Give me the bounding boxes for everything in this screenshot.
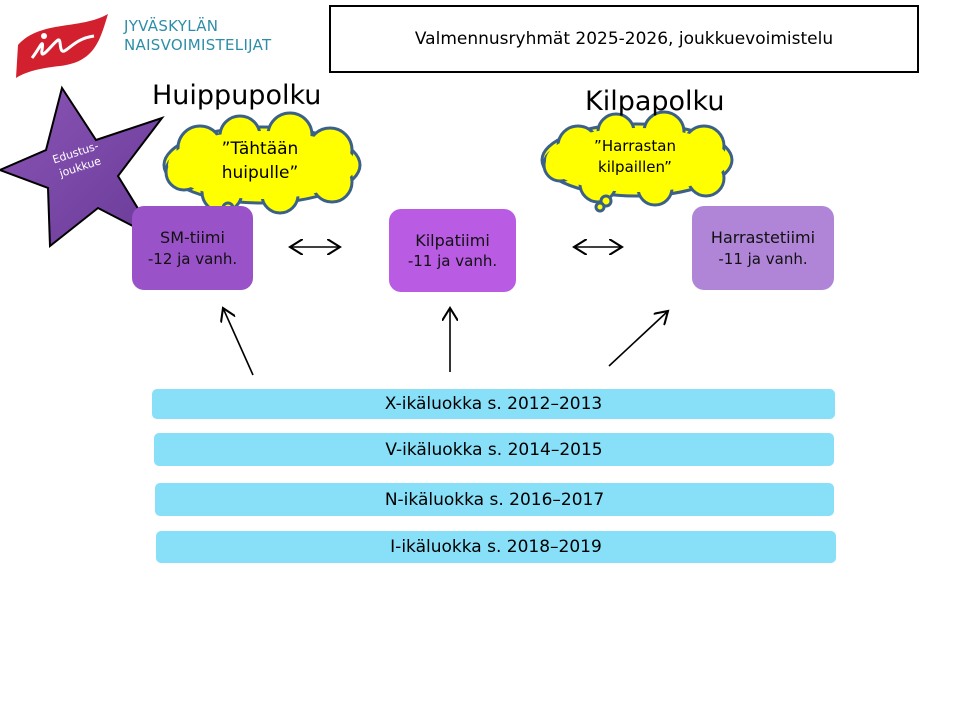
cloud-text-left: ”Tähtään huipulle”	[180, 138, 340, 186]
arrow-to-sm	[223, 308, 254, 376]
team-box-kilpatiimi: Kilpatiimi -11 ja vanh.	[389, 209, 516, 292]
age-group-bar-v: V-ikäluokka s. 2014–2015	[154, 433, 834, 466]
arrow-to-harraste	[608, 311, 668, 367]
team-age: -11 ja vanh.	[407, 252, 498, 271]
cloud-left-line2: huipulle”	[221, 162, 299, 183]
star-shape	[0, 85, 165, 249]
age-group-bar-i: I-ikäluokka s. 2018–2019	[156, 531, 836, 563]
thought-cloud-left	[162, 111, 362, 220]
logo-icon	[16, 14, 108, 78]
team-name: SM-tiimi	[160, 228, 225, 248]
team-box-harrastetiimi: Harrastetiimi-11 ja vanh.	[692, 206, 834, 290]
cloud-left-line1: ”Tähtään	[221, 139, 299, 159]
logo-line2: NAISVOIMISTELIJAT	[124, 35, 272, 54]
thought-cloud-right	[540, 110, 734, 213]
team-name: Harrastetiimi	[710, 228, 816, 248]
title-text: Valmennusryhmät 2025-2026, joukkuevoimis…	[414, 29, 834, 49]
team-name: Kilpatiimi	[415, 230, 490, 250]
age-group-bar-n: N-ikäluokka s. 2016–2017	[155, 483, 834, 516]
logo-line1: JYVÄSKYLÄN	[124, 17, 219, 35]
heading-huippupolku: Huippupolku	[152, 80, 322, 111]
cloud-right-line2: kilpaillen”	[598, 158, 672, 176]
heading-kilpapolku: Kilpapolku	[585, 86, 725, 117]
age-group-bar-x: X-ikäluokka s. 2012–2013	[152, 389, 835, 419]
team-age: -12 ja vanh.	[147, 249, 238, 268]
team-age: -11 ja vanh.	[718, 249, 808, 268]
cloud-text-right: ”Harrastan kilpaillen”	[555, 136, 715, 178]
cloud-right-line1: ”Harrastan	[594, 137, 676, 155]
slide-title: Valmennusryhmät 2025-2026, joukkuevoimis…	[329, 5, 919, 73]
team-box-sm-tiimi: SM-tiimi-12 ja vanh.	[132, 206, 253, 290]
